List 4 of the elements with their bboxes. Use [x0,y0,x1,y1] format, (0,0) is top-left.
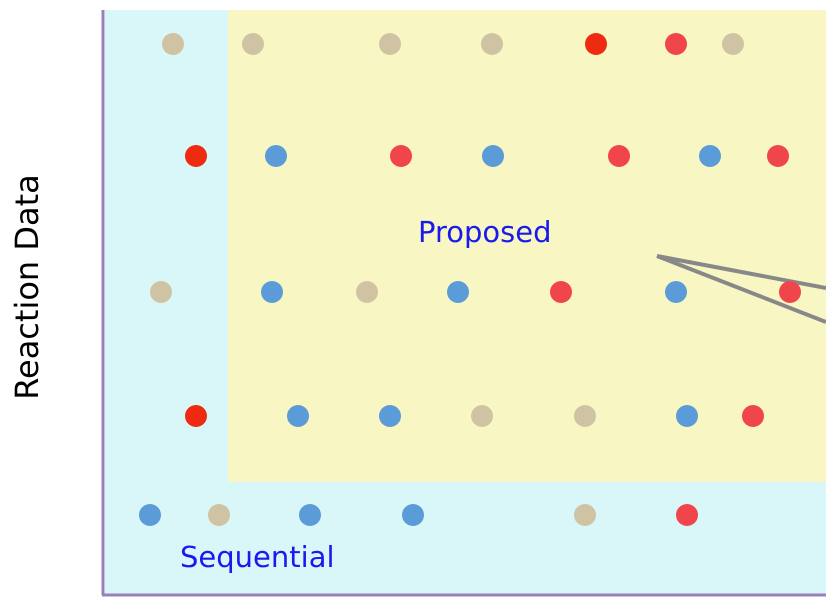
region-label: Sequential [180,540,335,574]
region-label: Proposed [418,215,552,249]
region-panel [228,10,826,482]
axis-title: Reaction Data [8,174,46,400]
